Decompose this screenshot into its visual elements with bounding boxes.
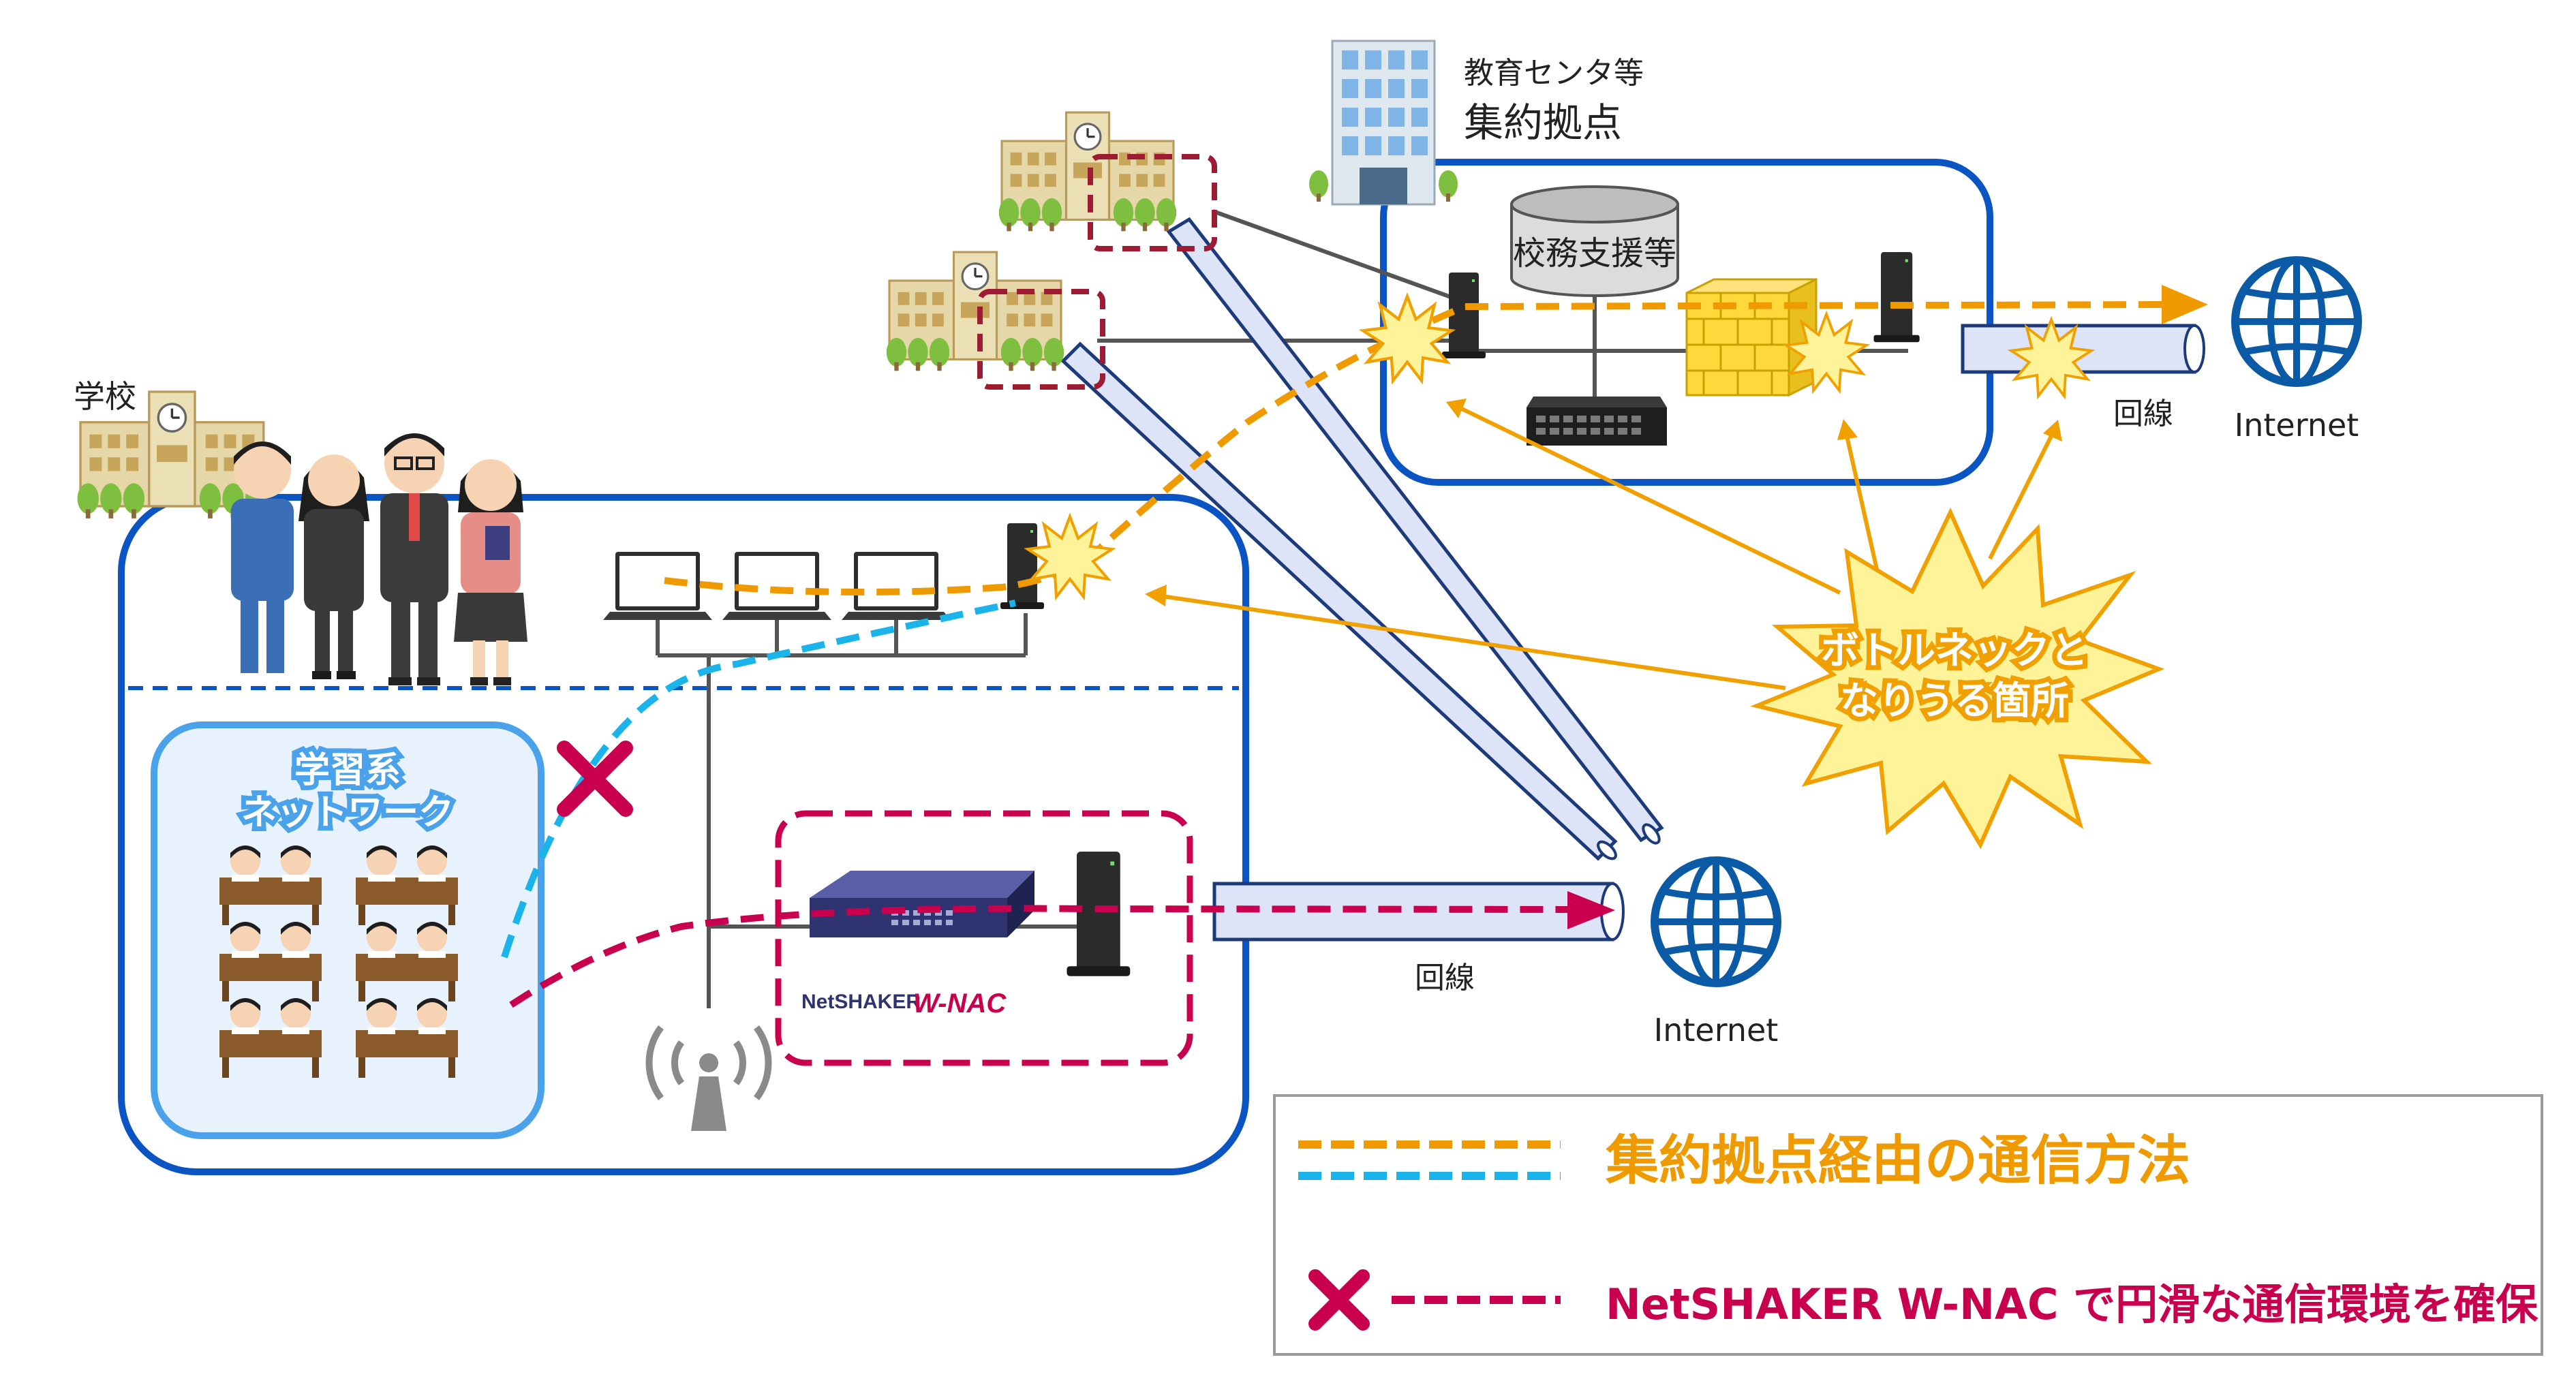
line-label-top: 回線 — [2113, 397, 2173, 431]
bottleneck-label-2: なりうる箇所 — [1840, 679, 2069, 724]
line-school1-center — [1212, 209, 1460, 302]
school-building-2 — [887, 252, 1064, 371]
school1-highlight — [1088, 154, 1217, 251]
center-label-large: 集約拠点 — [1464, 99, 1622, 146]
red-path — [509, 905, 1589, 1008]
school-network-box — [118, 494, 1249, 1175]
center-router-right — [1873, 252, 1920, 343]
legend-item-1-text: 集約拠点経由の通信方法 — [1605, 1130, 2190, 1192]
cyan-path — [501, 600, 1017, 959]
tube-school-internet — [1212, 882, 1625, 942]
laptops — [603, 552, 951, 620]
center-label-small: 教育センタ等 — [1464, 56, 1644, 91]
product-logo-wnac: W-NAC — [913, 989, 1007, 1019]
center-building — [1309, 40, 1458, 206]
school-label: 学校 — [74, 378, 136, 415]
bottleneck-label-1: ボトルネックと — [1821, 629, 2088, 673]
school-router — [1000, 523, 1044, 609]
learning-network-label-1: 学習系 — [294, 750, 401, 791]
wnac-appliance — [810, 871, 1034, 937]
wnac-highlight — [775, 810, 1193, 1066]
orange-path-center — [1465, 301, 2168, 310]
orange-arrowhead — [2162, 285, 2208, 324]
wnac-router — [1067, 852, 1131, 976]
wireless-antenna-icon — [645, 1025, 772, 1131]
internet-label-bottom: Internet — [1654, 1012, 1779, 1048]
tube-school2-to-internet — [1060, 341, 1618, 861]
internet-label-top: Internet — [2235, 407, 2359, 444]
server-database — [1510, 185, 1679, 297]
school2-highlight — [977, 289, 1105, 390]
teachers-group — [231, 433, 527, 685]
firewall-icon — [1685, 277, 1818, 397]
bottleneck-pointer-arrows — [1145, 399, 2062, 690]
line-label-bottom: 回線 — [1415, 961, 1475, 995]
server-label: 校務支援等 — [1513, 234, 1676, 273]
legend-item-2-text: NetSHAKER W-NAC で円滑な通信環境を確保 — [1606, 1279, 2539, 1329]
tube-school1-to-internet — [1166, 217, 1664, 845]
network-switch — [1527, 397, 1667, 446]
internet-globe-top — [2235, 260, 2358, 383]
bottleneck-burst-center-router — [1363, 296, 1452, 381]
blocked-x-icon — [557, 741, 633, 817]
bottleneck-burst-school-router — [1026, 515, 1114, 598]
legend-box — [1273, 1094, 2543, 1356]
learning-network-label-2: ネットワーク — [241, 792, 454, 833]
red-arrowhead — [1567, 891, 1615, 929]
legend-x-icon — [1308, 1269, 1370, 1331]
internet-globe-bottom — [1655, 860, 1777, 983]
bottleneck-callout-burst — [1750, 507, 2165, 850]
product-logo-net: NetSHAKER — [801, 991, 921, 1013]
